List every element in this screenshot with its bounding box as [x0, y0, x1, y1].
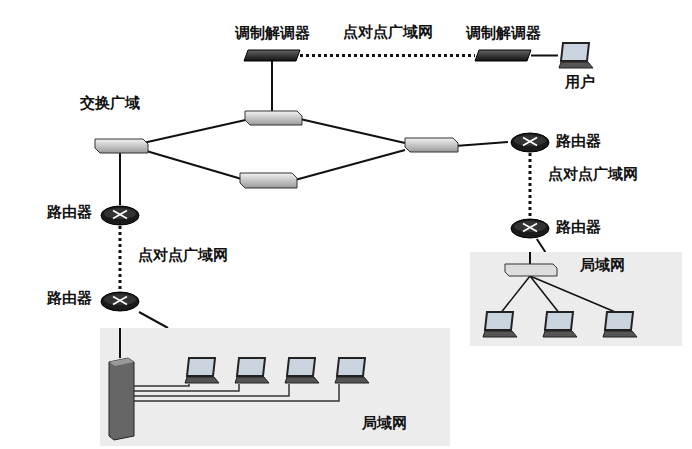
- modem-icon: 调制解调器: [244, 50, 300, 61]
- wan-links: [120, 61, 508, 205]
- p2p-wan-link: [300, 55, 475, 56]
- node-label: 路由器: [47, 203, 92, 221]
- node-label: 路由器: [556, 132, 601, 150]
- router-icon: 路由器: [510, 218, 550, 239]
- device-drawing: [100, 205, 140, 226]
- device-drawing: [244, 50, 300, 61]
- link-label: 点对点广域网: [546, 165, 640, 183]
- router-icon: 路由器: [510, 132, 550, 153]
- node-label: 路由器: [47, 289, 92, 307]
- device-drawing: [470, 252, 682, 346]
- node-label: 路由器: [556, 218, 601, 236]
- region-label: 交换广域: [80, 94, 140, 112]
- node-label: 调制解调器: [466, 24, 541, 42]
- modem-icon: 调制解调器: [475, 50, 531, 61]
- link-label: 点对点广域网: [341, 23, 435, 41]
- device-drawing: [475, 50, 531, 61]
- cable-link: [531, 55, 558, 56]
- router-icon: 路由器: [100, 291, 140, 312]
- p2p-wan-link: [530, 153, 531, 218]
- node-label: 局域网: [362, 414, 407, 432]
- node-label: 用户: [565, 73, 595, 91]
- p2p-wan-link: [120, 226, 121, 291]
- device-drawing: [510, 218, 550, 239]
- switch-icons: [95, 111, 458, 188]
- lan-area: 局域网: [100, 328, 450, 446]
- node-label: 调制解调器: [235, 24, 310, 42]
- link-label: 点对点广域网: [136, 246, 230, 264]
- device-drawing: [510, 132, 550, 153]
- cable-link: [537, 239, 545, 252]
- cable-link: [139, 312, 168, 328]
- router-icon: 路由器: [100, 205, 140, 226]
- node-label: 局域网: [580, 256, 625, 274]
- device-drawing: [558, 42, 594, 69]
- lan-area: 局域网: [470, 252, 682, 346]
- device-drawing: [100, 291, 140, 312]
- laptop-icon: 用户: [558, 42, 594, 69]
